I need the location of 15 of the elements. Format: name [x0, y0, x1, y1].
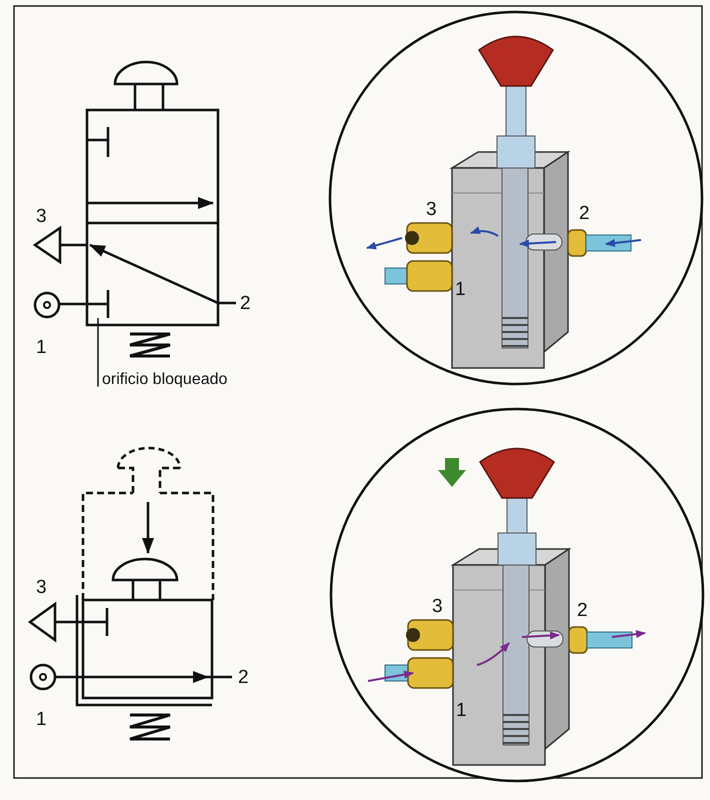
port-number: 1 [456, 701, 467, 720]
callout-text: orificio bloqueado [97, 371, 228, 389]
blocked-port-symbol [96, 290, 111, 318]
leader-line [97, 318, 99, 387]
port-number: 2 [240, 294, 251, 313]
port-number: 2 [577, 601, 588, 620]
port-number: 3 [36, 207, 47, 226]
port-number: 1 [455, 280, 466, 299]
port-number: 1 [36, 338, 47, 357]
port-number: 2 [238, 668, 249, 687]
port-number: 2 [579, 204, 590, 223]
port-number: 3 [426, 200, 437, 219]
port-number: 3 [432, 597, 443, 616]
port-number: 1 [36, 710, 47, 729]
port-number: 3 [36, 578, 47, 597]
